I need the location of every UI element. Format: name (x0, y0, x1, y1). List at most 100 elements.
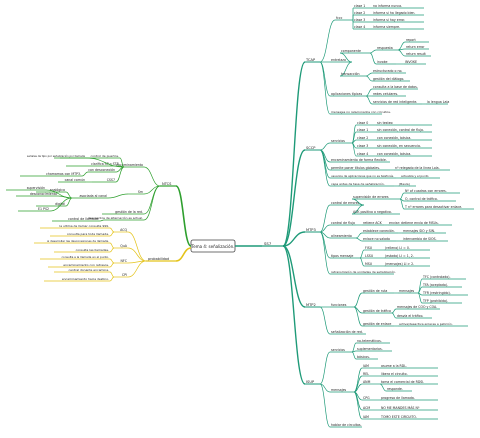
node-prob-aca: consulta para toda llamada. (67, 232, 109, 236)
node-mtp3-ack: ACK positivo o negativo. (353, 210, 392, 214)
node-ntcs-cos: CSS7 (107, 178, 115, 182)
node-mtp3-alin1v: mensajes SIO y SIN. (403, 229, 435, 233)
node-tcap-apl3v: la lengua Lala (427, 100, 449, 104)
node-mtp3-fisuv: (relleno) LI = 0. (385, 246, 410, 250)
node-tcap-invoke: invoke (377, 60, 387, 64)
node-sccp-enc: encaminamiento de forma flexible. (331, 158, 387, 162)
node-isup-iam: IAM (363, 364, 369, 368)
node-ntcs-cp: control de puertos. (91, 154, 120, 158)
branch-isup (282, 245, 306, 385)
branch-line (127, 231, 147, 262)
node-tcap-c3v: informa si hay error. (373, 18, 405, 22)
branch-line (319, 204, 331, 233)
node-mtp3-cfv: retiene ACK (363, 221, 383, 225)
branch-line (127, 260, 147, 278)
branch-line (417, 292, 423, 304)
node-tcap-fcc: fccc (336, 16, 343, 20)
branch-line (351, 142, 357, 157)
branch-line (107, 193, 129, 199)
node-mtp3-sup: supervisión de errores (353, 195, 389, 199)
branch-line (365, 72, 373, 77)
node-ntcs-cpv: señales de tipo por señalización por lla… (27, 154, 85, 158)
branch-line (399, 198, 405, 210)
node-mtp2-gt: gestión de tráfico (363, 309, 391, 313)
branch-line (369, 49, 377, 54)
node-mtp3-alin1: establece conexión. (363, 229, 395, 233)
label-mtp2: MTP2 (306, 303, 316, 307)
node-sccp-s2: clase 2 (357, 136, 368, 140)
node-mtp3-cf: control de flujo (331, 221, 355, 225)
node-prob-qua: QuA (120, 244, 128, 248)
node-mtp3-retx: retransmisión de unidades de señalizació… (331, 270, 396, 274)
branch-line (355, 232, 363, 239)
node-mtp3-sup3: T nº errores para desactivar enlace. (404, 205, 462, 209)
label-ntcs: NTCS (162, 182, 172, 186)
node-sccp-cap: capa antes de tasa de señalización. (331, 182, 385, 186)
node-isup-iam2v: TOMO ESTE CIRCUITO. (380, 415, 417, 419)
node-sccp-per: permite poner títulos globales. (331, 166, 380, 170)
node-tcap-gest: gestión del diálogo. (373, 77, 404, 81)
label-prob: probabilidad (148, 257, 169, 261)
branch-line (109, 227, 115, 233)
node-prob-nfcv2: encaminamiento con retrasos. (63, 263, 109, 267)
node-sccp-s0v: sin testeo (377, 121, 393, 125)
node-ntcs-e1: E1 PS2 (38, 207, 49, 211)
label-mtp3: MTP3 (306, 228, 316, 232)
branch-line (397, 49, 406, 57)
node-mtp2-msg: mensajes (399, 289, 415, 293)
node-ntcs-desc: desconocimiento (30, 192, 57, 196)
branch-line (109, 271, 115, 278)
node-mtp3-fisu: FISU (365, 246, 373, 250)
node-isup-rel: REL (363, 372, 369, 376)
branch-line (353, 383, 363, 393)
node-tcap-rerror: return error (406, 45, 425, 49)
node-isup-s1: no-telemáticos. (357, 339, 382, 343)
node-ntcs-sen: Sm (138, 190, 143, 194)
node-mtp3-ce: control de errores (331, 201, 360, 205)
node-isup-anm: ANM (363, 380, 371, 384)
branch-line (353, 391, 363, 420)
node-tcap-invokev: INVOKE (405, 60, 417, 64)
branch-line (81, 171, 89, 177)
node-tcap-resp: respuesta (377, 46, 393, 50)
node-mtp2-gev: activa/desactiva enlaces a petición. (399, 322, 453, 326)
branch-line (351, 342, 357, 353)
node-sccp-capv: (Baula) (399, 182, 410, 186)
node-mtp2-gt2: desvía el tráfico. (397, 314, 423, 318)
node-mtp3-lssu: LSSU (365, 254, 374, 258)
branch-line (379, 383, 387, 392)
node-isup-acm: ACM (363, 406, 370, 410)
branch-line (365, 95, 373, 105)
node-ntcs-sup: supervisión (27, 186, 45, 190)
branch-line (319, 149, 331, 179)
branch-line (351, 351, 357, 360)
node-tcap-apl3: servicios de red inteligente. (373, 100, 417, 104)
node-sccp-sub: usuarios de aplicaciones que no es telef… (331, 174, 394, 178)
node-mtp3-alin: alineamiento (331, 234, 352, 238)
node-mtp2-sen: señalización de red. (331, 330, 363, 334)
branch-line (359, 257, 365, 267)
node-tcap-msg: mensajes no relacionados con circuitos. (331, 110, 391, 114)
node-mtp3-msu: MSU (365, 262, 373, 266)
node-isup-s3: básicos. (357, 355, 370, 359)
branch-line (319, 149, 331, 187)
branch-line (365, 88, 373, 97)
node-tcap-c3: clase 3 (354, 18, 365, 22)
node-ntcs-c2v: chamamos con MTP3. (46, 172, 81, 176)
node-tcap-rresult: return result (406, 52, 427, 56)
node-tcap-c2: clase 2 (354, 11, 365, 15)
branch-line (319, 142, 331, 151)
node-ntcs-asoc: asociada al canal (79, 194, 107, 198)
node-isup-iam2: IAM (363, 415, 369, 419)
node-sccp-perv: nº relegado de la línea Lola. (395, 166, 440, 170)
node-isup-cpg: CPG (363, 396, 370, 400)
node-sccp-s3: clase 3 (357, 144, 368, 148)
node-sccp-s4: clase 4 (357, 152, 368, 156)
branch-line (319, 19, 336, 63)
node-isup-acmv: NO ME MANDES MÁS Nº (381, 405, 420, 410)
branch-line (369, 52, 377, 65)
node-prob-con: consulta las llamadas. (76, 248, 109, 252)
branch-line (391, 312, 397, 319)
branch-line (109, 258, 115, 264)
node-isup-iamv: asume a la RDL. (381, 364, 407, 368)
